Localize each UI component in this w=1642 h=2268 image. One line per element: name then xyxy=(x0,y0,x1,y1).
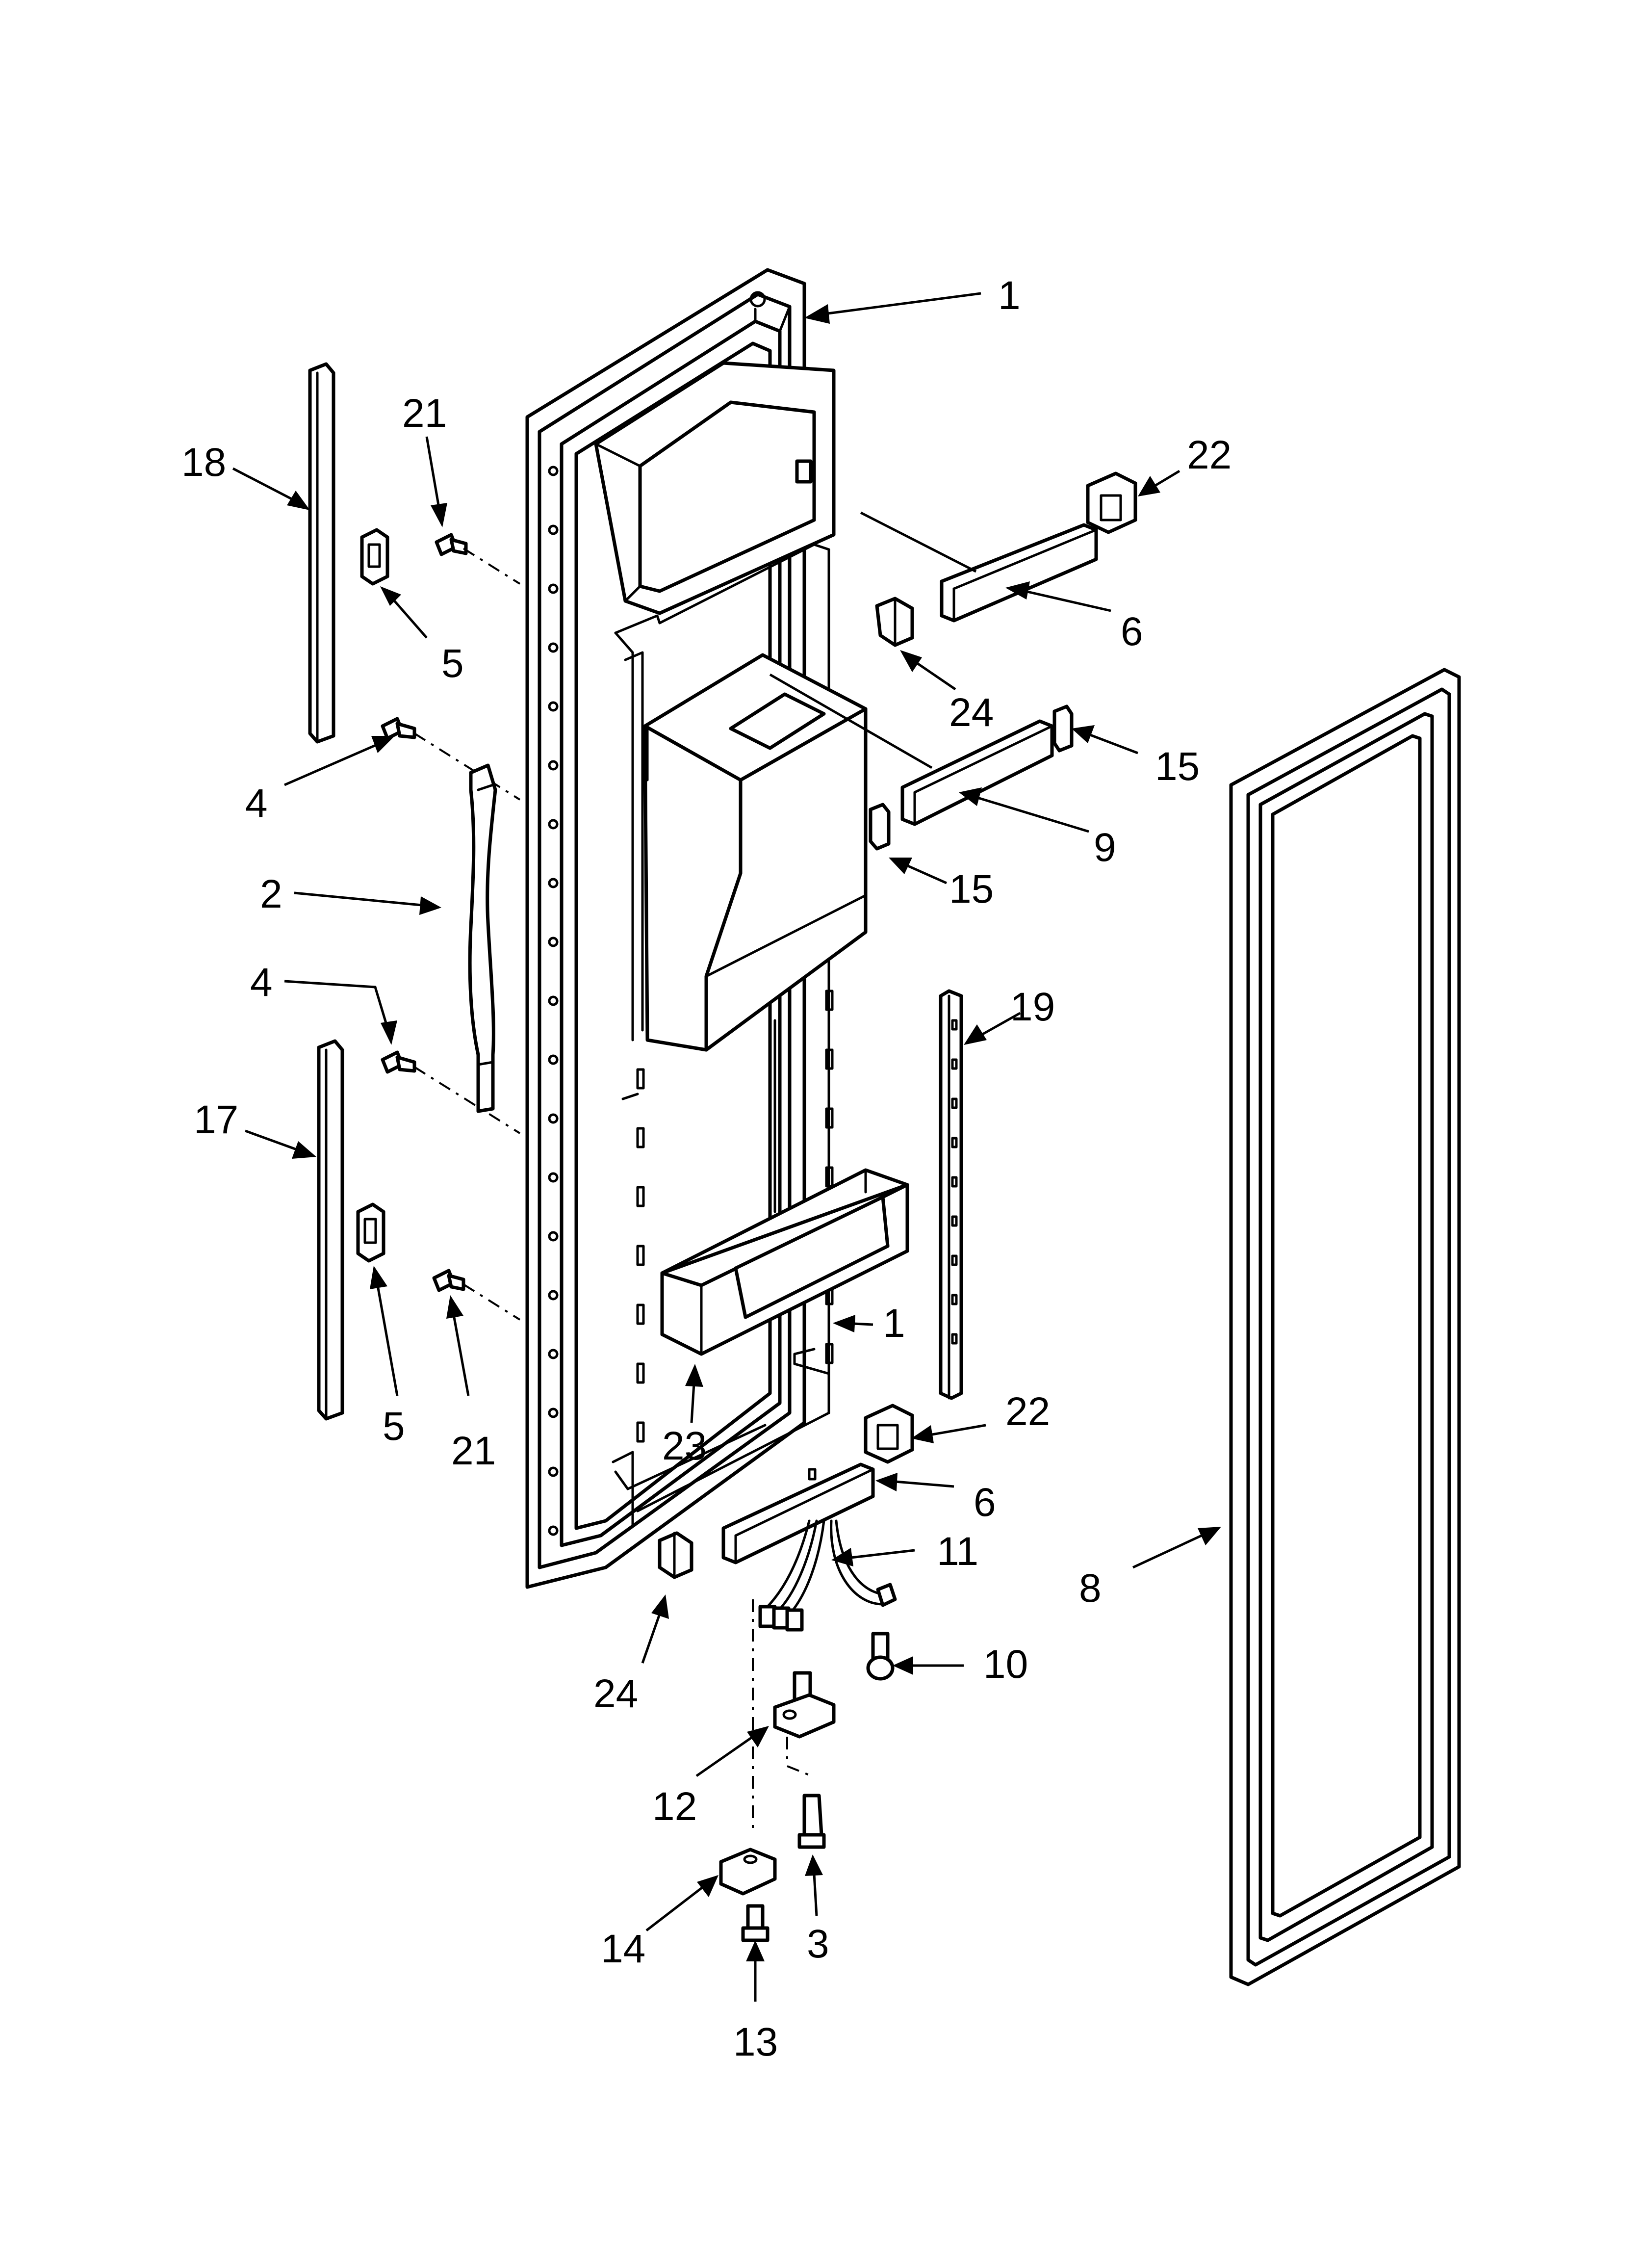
callout-15-right: 15 xyxy=(1155,744,1200,789)
shelf-rail-bottom xyxy=(721,1462,875,1564)
vertical-strip xyxy=(939,989,963,1400)
callout-21-top: 21 xyxy=(402,391,447,436)
callout-17: 17 xyxy=(194,1097,238,1142)
door-handle xyxy=(468,763,497,1113)
callout-12: 12 xyxy=(652,1784,697,1829)
handle-screw-upper xyxy=(381,717,416,740)
callout-19: 19 xyxy=(1010,985,1055,1029)
bracket-screw xyxy=(741,1904,770,1942)
hinge-bracket xyxy=(719,1848,777,1896)
callout-18: 18 xyxy=(181,440,226,485)
dispenser-housing xyxy=(643,653,868,1052)
shelf-rail-middle xyxy=(900,719,1054,826)
callout-2: 2 xyxy=(260,872,282,916)
hinge-pin xyxy=(773,1671,836,1739)
callout-labels: 1 18 21 22 5 6 24 4 15 9 2 15 4 19 17 1 … xyxy=(181,273,1232,2064)
trim-clip-upper xyxy=(360,528,389,586)
callout-22-top: 22 xyxy=(1187,433,1232,477)
callout-6-bottom: 6 xyxy=(974,1480,996,1525)
handle-screw-lower xyxy=(381,1050,416,1074)
callout-6-top: 6 xyxy=(1121,609,1143,654)
callout-4-top: 4 xyxy=(245,781,268,826)
callout-1-top: 1 xyxy=(998,273,1021,318)
hinge-screw xyxy=(866,1632,895,1681)
callout-8: 8 xyxy=(1079,1566,1102,1611)
trim-clip-lower xyxy=(356,1202,385,1263)
end-cap-left xyxy=(869,803,891,851)
callout-21-bottom: 21 xyxy=(451,1429,496,1473)
strip-slots xyxy=(951,1019,958,1345)
trim-strip-lower xyxy=(317,1039,344,1421)
callout-11: 11 xyxy=(937,1529,978,1574)
callout-14: 14 xyxy=(601,1927,645,1971)
screw-lower xyxy=(432,1269,465,1292)
callout-22-bottom: 22 xyxy=(1005,1389,1050,1434)
callout-15-left: 15 xyxy=(949,867,994,912)
shelf-slots xyxy=(636,990,834,1443)
hinge-screw-lower xyxy=(797,1794,826,1849)
bracket-bottom xyxy=(864,1404,914,1464)
rail-holes xyxy=(548,466,559,1536)
callout-9: 9 xyxy=(1094,825,1116,870)
callout-10: 10 xyxy=(983,1642,1028,1687)
trim-strip-upper xyxy=(308,362,335,744)
screw-upper xyxy=(435,533,468,556)
bracket-top xyxy=(1086,471,1137,534)
door-bin xyxy=(660,1168,909,1356)
end-cap-bottom xyxy=(658,1531,693,1579)
end-cap-right xyxy=(1052,704,1074,753)
callout-1-mid: 1 xyxy=(883,1301,905,1346)
leader-lines xyxy=(232,292,1221,2002)
callout-3: 3 xyxy=(807,1922,829,1966)
callout-5-top: 5 xyxy=(441,641,464,686)
callout-24-top: 24 xyxy=(949,690,994,735)
callout-23: 23 xyxy=(662,1424,707,1468)
callout-5-bottom: 5 xyxy=(383,1404,405,1449)
callout-24-bottom: 24 xyxy=(593,1671,638,1716)
wire-harness xyxy=(758,1519,897,1632)
shelf-rail-top xyxy=(940,523,1098,623)
door-panel xyxy=(525,268,868,1589)
door-gasket xyxy=(1229,668,1461,1986)
callout-13: 13 xyxy=(733,2020,778,2064)
end-cap-top xyxy=(875,597,914,647)
callout-4-mid: 4 xyxy=(250,960,273,1005)
